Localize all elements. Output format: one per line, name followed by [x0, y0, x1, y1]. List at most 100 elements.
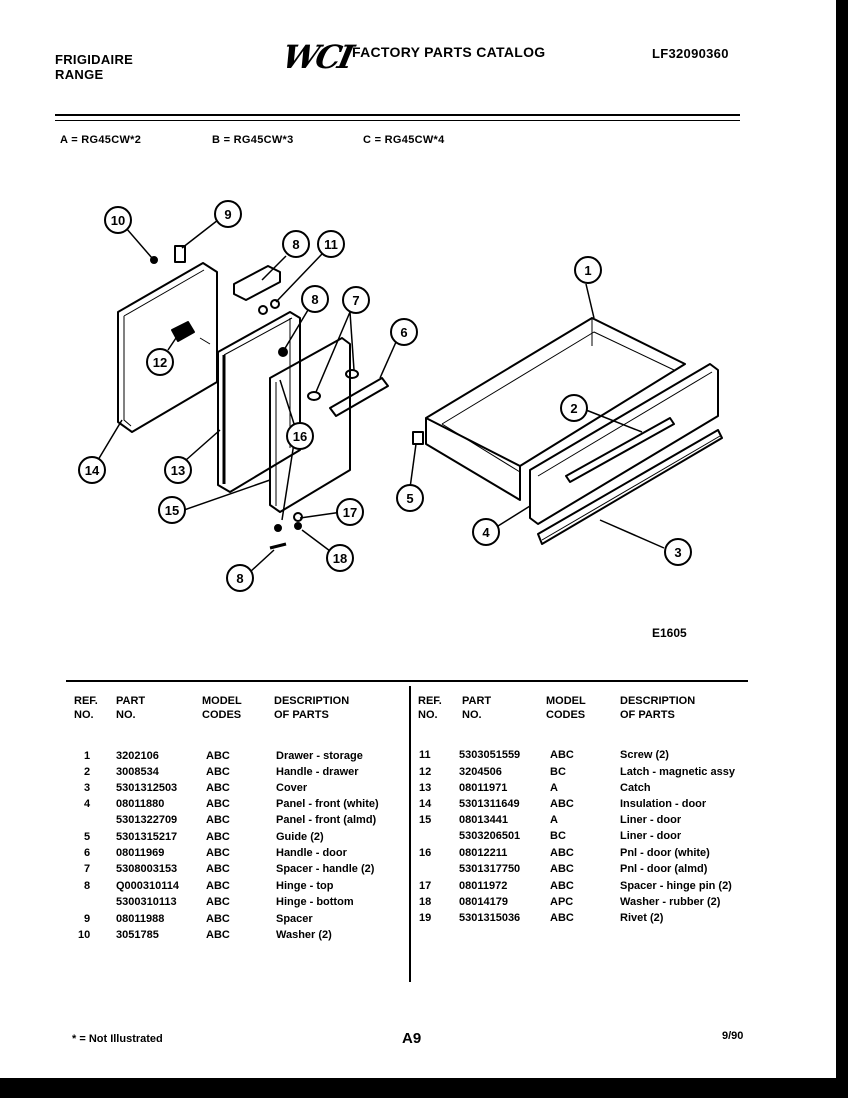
row-model: ABC	[206, 831, 230, 843]
header-desc-right: DESCRIPTION OF PARTS	[620, 694, 695, 722]
page-border-right	[836, 0, 848, 1098]
row-ref: 19	[419, 912, 432, 924]
row-model: ABC	[206, 896, 230, 908]
callout-19: 18	[333, 551, 347, 566]
row-part: 3202106	[116, 750, 159, 762]
callout-14: 13	[171, 463, 185, 478]
page-number: A9	[402, 1030, 422, 1047]
row-model: ABC	[550, 912, 574, 924]
header-part-right: PART NO.	[462, 694, 491, 722]
row-desc: Rivet (2)	[620, 912, 664, 924]
row-desc: Latch - magnetic assy	[620, 766, 735, 778]
callout-8-bottom: 8	[236, 571, 243, 586]
row-ref: 2	[84, 766, 91, 778]
table-divider	[409, 686, 411, 982]
catalog-code: LF32090360	[652, 46, 729, 61]
row-model: ABC	[206, 782, 230, 794]
model-a: A = RG45CW*2	[60, 134, 142, 146]
row-ref: 3	[84, 782, 91, 794]
header-ref: REF. NO.	[74, 694, 98, 722]
door-handle-drawing	[307, 369, 389, 417]
storage-drawer-drawing	[425, 317, 686, 501]
callout-5: 5	[406, 491, 413, 506]
callout-1: 1	[584, 263, 591, 278]
header-rule	[55, 114, 740, 116]
row-model: ABC	[206, 814, 230, 826]
row-ref: 17	[419, 880, 432, 892]
header-rule-thin	[55, 120, 740, 121]
row-ref: 12	[419, 766, 432, 778]
header-ref-line2: NO.	[74, 709, 94, 721]
header-model-right-line2: CODES	[546, 709, 586, 721]
row-model: BC	[550, 766, 566, 778]
model-b: B = RG45CW*3	[212, 134, 294, 146]
row-part: 08014179	[459, 896, 508, 908]
row-part: 5301311649	[459, 798, 520, 810]
row-part: 5308003153	[116, 863, 178, 875]
row-part: 5300310113	[116, 896, 177, 908]
callout-4: 4	[482, 525, 490, 540]
product-name: RANGE	[55, 67, 104, 82]
row-model: A	[550, 814, 558, 826]
row-ref: 4	[84, 798, 91, 810]
header-part: PART NO.	[116, 694, 145, 722]
row-model: ABC	[206, 798, 230, 810]
row-part: 08011880	[116, 798, 165, 810]
hinge-drawing	[233, 265, 281, 315]
row-model: ABC	[550, 749, 574, 761]
callout-7: 7	[352, 293, 359, 308]
callout-18: 17	[343, 505, 357, 520]
callout-2: 2	[570, 401, 577, 416]
row-part: 5303206501	[459, 830, 521, 842]
row-ref: 9	[84, 913, 91, 925]
leader-lines	[97, 219, 665, 573]
row-part: 5301312503	[116, 782, 178, 794]
row-model: ABC	[206, 766, 230, 778]
row-desc: Spacer - handle (2)	[276, 863, 375, 875]
row-ref: 14	[419, 798, 432, 810]
callout-17: 16	[293, 429, 307, 444]
header-model-right-line1: MODEL	[546, 695, 586, 707]
row-desc: Liner - door	[620, 830, 682, 842]
row-desc: Liner - door	[620, 814, 682, 826]
catalog-title: FACTORY PARTS CATALOG	[352, 44, 546, 60]
callout-numbers: 10 9 8 11 8 7 6 12 13 14 15 16 17 18 8 1…	[85, 207, 682, 586]
row-ref: 7	[84, 863, 91, 875]
row-desc: Guide (2)	[276, 831, 324, 843]
row-desc: Insulation - door	[620, 798, 707, 810]
row-desc: Screw (2)	[620, 749, 669, 761]
callout-16: 15	[165, 503, 179, 518]
header-model-line1: MODEL	[202, 695, 242, 707]
row-model: ABC	[206, 847, 230, 859]
callout-10: 9	[224, 207, 231, 222]
row-desc: Panel - front (almd)	[276, 814, 377, 826]
header-brand-block: FRIGIDAIRE RANGE	[55, 52, 133, 82]
row-ref: 6	[84, 847, 91, 859]
header-desc-right-line1: DESCRIPTION	[620, 695, 696, 707]
row-model: APC	[550, 896, 574, 908]
model-c: C = RG45CW*4	[363, 134, 445, 146]
row-desc: Panel - front (white)	[276, 798, 379, 810]
header-ref-right: REF. NO.	[418, 694, 442, 722]
header-ref-right-line2: NO.	[418, 709, 438, 721]
row-model: A	[550, 782, 558, 794]
row-ref: 11	[419, 749, 431, 761]
row-part: 08011972	[459, 880, 508, 892]
row-part: 5301315036	[459, 912, 521, 924]
header-model: MODEL CODES	[202, 694, 242, 722]
row-ref: 8	[84, 880, 91, 892]
row-part: 08012211	[459, 847, 508, 859]
small-fasteners-drawing	[150, 245, 424, 550]
row-model: ABC	[550, 847, 574, 859]
row-part: Q000310114	[116, 880, 180, 892]
row-desc: Spacer - hinge pin (2)	[620, 880, 732, 892]
header-model-line2: CODES	[202, 709, 242, 721]
drawer-handle-drawing	[565, 417, 675, 483]
row-model: ABC	[206, 880, 230, 892]
row-ref: 1	[84, 750, 91, 762]
row-desc: Pnl - door (almd)	[620, 863, 708, 875]
row-model: ABC	[206, 929, 230, 941]
row-model: ABC	[206, 750, 230, 762]
callout-3: 3	[674, 545, 681, 560]
callout-8-top: 8	[311, 292, 318, 307]
